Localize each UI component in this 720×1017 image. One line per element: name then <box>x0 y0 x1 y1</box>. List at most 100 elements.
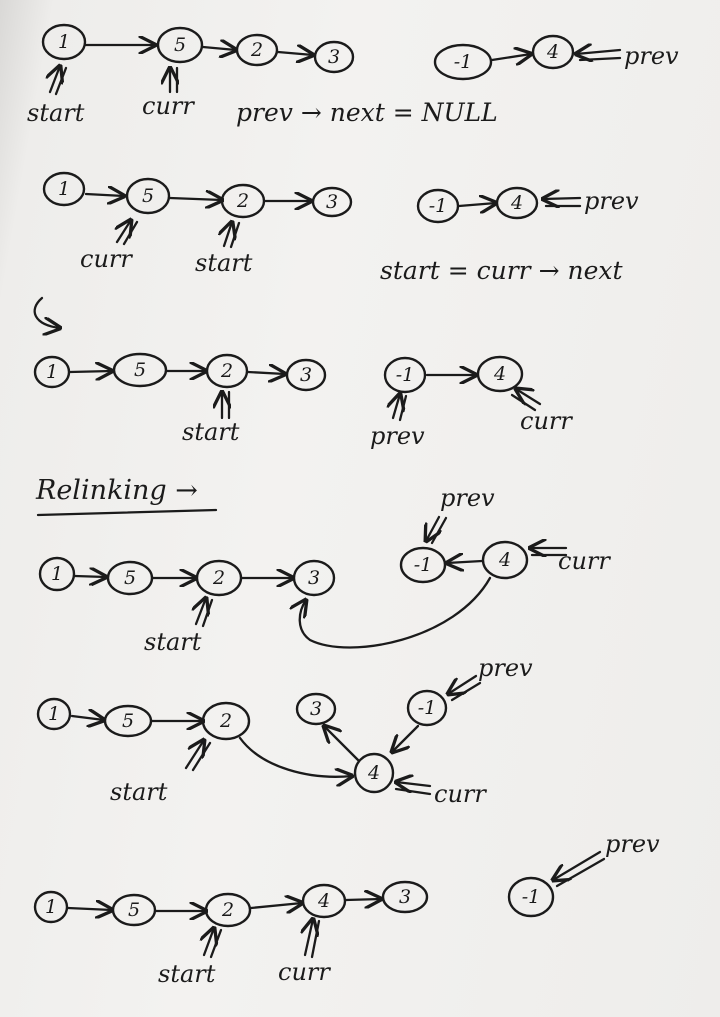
panel-3: 1 5 2 3 -1 4 start <box>33 352 573 450</box>
svg-text:-1: -1 <box>522 886 541 908</box>
node: 1 <box>41 23 87 61</box>
next-arrow <box>73 576 106 577</box>
svg-text:1: 1 <box>58 178 70 200</box>
next-arrow <box>84 194 124 196</box>
svg-text:2: 2 <box>236 190 249 212</box>
pointer-arrow <box>553 850 606 888</box>
pointer-label: start <box>110 778 168 806</box>
note: start = curr → next <box>380 256 623 285</box>
svg-text:5: 5 <box>128 899 140 921</box>
node: -1 <box>399 546 447 584</box>
pointer-arrow <box>305 919 321 959</box>
node: 4 <box>476 355 524 393</box>
svg-text:1: 1 <box>58 31 70 53</box>
svg-text:1: 1 <box>48 703 60 725</box>
next-arrow <box>344 899 381 900</box>
svg-text:4: 4 <box>367 762 380 784</box>
svg-text:-1: -1 <box>454 51 473 73</box>
svg-text:4: 4 <box>498 549 511 571</box>
node: 3 <box>381 880 429 914</box>
svg-text:-1: -1 <box>429 195 448 217</box>
pointer-arrow <box>393 394 408 422</box>
pointer-arrow <box>448 674 482 702</box>
node: 5 <box>156 26 204 64</box>
svg-text:4: 4 <box>493 363 506 385</box>
pointer-arrow <box>50 66 68 96</box>
svg-text:3: 3 <box>326 191 338 213</box>
svg-text:1: 1 <box>46 361 58 383</box>
note: prev → next = NULL <box>236 98 498 127</box>
panel-2: 1 5 2 3 -1 4 curr <box>42 171 639 285</box>
pointer-label: curr <box>80 245 133 273</box>
node: 2 <box>204 892 252 928</box>
pointer-label: curr <box>434 780 487 808</box>
pointer-label: curr <box>558 547 611 575</box>
next-arrow <box>246 372 285 374</box>
pointer-arrow <box>510 389 542 412</box>
pointer-arrow <box>543 198 582 206</box>
svg-text:5: 5 <box>174 34 186 56</box>
pointer-label: prev <box>584 187 639 215</box>
svg-text:2: 2 <box>250 39 263 61</box>
node: 5 <box>106 560 154 596</box>
next-arrow <box>70 716 104 720</box>
svg-text:1: 1 <box>51 563 63 585</box>
pointer-label: start <box>158 960 216 988</box>
relink-arrow <box>300 576 492 649</box>
heading-underline <box>36 508 218 517</box>
panel-5: 1 5 2 3 -1 4 prev <box>36 654 533 808</box>
node: 4 <box>301 883 347 919</box>
node: 4 <box>495 186 539 220</box>
node: 4 <box>481 540 529 580</box>
node: 1 <box>33 890 69 924</box>
pointer-arrow <box>224 222 241 249</box>
next-arrow <box>66 908 112 910</box>
node: 3 <box>295 692 337 726</box>
node: 5 <box>103 704 153 738</box>
svg-text:4: 4 <box>317 890 330 912</box>
pointer-arrow <box>184 740 212 772</box>
node: 3 <box>313 40 355 74</box>
svg-text:5: 5 <box>142 185 154 207</box>
node: 2 <box>220 183 266 219</box>
pointer-label: prev <box>370 422 425 450</box>
svg-text:2: 2 <box>212 567 225 589</box>
node: 5 <box>112 352 168 388</box>
svg-text:-1: -1 <box>414 554 433 576</box>
node: -1 <box>406 689 448 727</box>
pointer-arrow <box>396 782 432 796</box>
node: 3 <box>285 358 327 392</box>
node: 3 <box>292 559 336 597</box>
pointer-label: curr <box>142 92 195 120</box>
node: -1 <box>507 876 555 918</box>
pointer-arrow <box>196 598 214 628</box>
panel-1: 1 5 2 3 -1 4 start <box>27 23 679 127</box>
pointer-arrow <box>204 928 223 959</box>
svg-text:4: 4 <box>510 192 523 214</box>
svg-text:3: 3 <box>399 886 411 908</box>
node: 1 <box>33 355 71 389</box>
node: -1 <box>383 356 427 394</box>
svg-text:5: 5 <box>122 710 134 732</box>
next-arrow <box>249 903 302 908</box>
pointer-arrow <box>222 392 229 420</box>
node: 1 <box>42 171 86 207</box>
svg-text:3: 3 <box>300 364 312 386</box>
pointer-label: curr <box>278 958 331 986</box>
node: 1 <box>38 556 76 592</box>
svg-text:1: 1 <box>45 896 57 918</box>
step-arrow <box>33 296 60 328</box>
pointer-label: prev <box>605 830 660 858</box>
pointer-label: curr <box>520 407 573 435</box>
svg-text:-1: -1 <box>418 697 437 719</box>
node: -1 <box>433 43 493 81</box>
svg-text:2: 2 <box>219 710 232 732</box>
pointer-arrow <box>117 220 139 246</box>
next-arrow <box>392 724 420 752</box>
next-arrow <box>447 561 484 563</box>
section-heading: Relinking → <box>35 475 218 517</box>
panel-6: 1 5 2 4 3 -1 prev <box>33 830 660 988</box>
node: -1 <box>416 188 460 224</box>
node: 2 <box>195 559 243 597</box>
